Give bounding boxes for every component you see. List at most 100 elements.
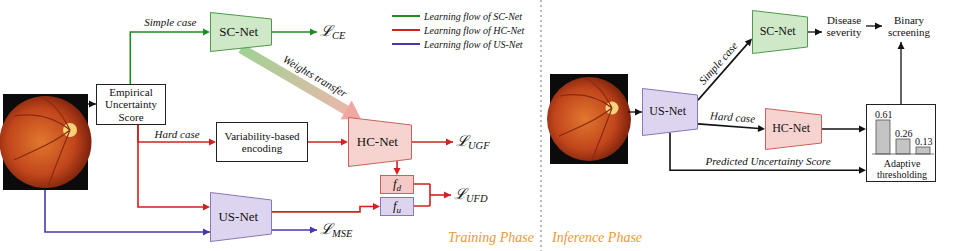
bar [896, 139, 910, 154]
trapezoid [643, 89, 698, 136]
subscript: UGF [468, 140, 490, 151]
node-label-group: US-Net [218, 210, 258, 224]
trapezoid [766, 109, 822, 150]
fundus-image [0, 94, 92, 190]
node-label-group: US-Net [649, 105, 686, 118]
bar-baseline [872, 154, 934, 155]
connector-line [130, 32, 204, 84]
edge-label: Hard case [155, 128, 200, 140]
chart-box: 0.610.260.13Adaptive thresholding [866, 104, 936, 182]
arrow-head [758, 125, 765, 132]
network-block: SC-Net [752, 10, 808, 54]
loss-arrow [412, 141, 453, 143]
vessels [14, 97, 70, 186]
feature-box: fu [380, 197, 414, 216]
subscript: UFD [466, 193, 488, 204]
process-box: Empirical Uncertainty Score [96, 84, 166, 125]
node-label: fu [393, 199, 401, 213]
edge-label: Hard case [709, 110, 755, 125]
node-label-group: Empirical Uncertainty Score [100, 86, 162, 122]
edge-label: Simple case [144, 16, 196, 28]
process-box: Variability-based encoding [216, 122, 308, 162]
connector [822, 126, 866, 133]
weight-transfer-arrow [241, 49, 361, 120]
connector [138, 125, 210, 211]
node-label: HC-Net [772, 122, 810, 135]
phase-separator [541, 0, 542, 251]
edge-label: Predicted Uncertainty Score [706, 155, 831, 167]
connector [272, 203, 380, 212]
output-arrow [808, 31, 822, 32]
arrow-head [341, 101, 361, 120]
loss-label: ℒUFD [454, 186, 488, 203]
trapezoid [349, 118, 412, 167]
edge-label: Simple case [697, 40, 741, 87]
retina [0, 96, 92, 188]
legend-label: Learning flow of SC-Net [424, 11, 522, 22]
node-label-group: fu [393, 199, 401, 213]
connector-line [272, 207, 374, 212]
loss-arrow [430, 194, 451, 196]
node-label: Variability-based encoding [220, 130, 304, 154]
network-block: HC-Net [348, 117, 412, 167]
connector [698, 124, 765, 132]
feature-box: fd [380, 175, 414, 194]
connector-line [138, 125, 210, 142]
connector-line [308, 141, 342, 143]
connector-line [822, 128, 860, 130]
arrow-head [394, 168, 401, 175]
merge-wire [414, 184, 430, 206]
subscript: u [397, 205, 402, 215]
network-block: US-Net [210, 192, 272, 242]
node-label: Empirical Uncertainty Score [100, 86, 162, 122]
node-label-group: Variability-based encoding [220, 130, 304, 154]
node-label-group: HC-Net [357, 135, 398, 149]
legend-label: Learning flow of US-Net [424, 39, 523, 50]
bar [876, 120, 890, 154]
input-arrow [628, 111, 642, 112]
node-label-group: SC-Net [219, 25, 258, 39]
node-label: US-Net [649, 105, 686, 118]
loss-arrow [272, 31, 317, 33]
legend-swatch [392, 43, 420, 45]
network-block: US-Net [642, 88, 698, 136]
arrow-head [209, 139, 216, 146]
connector [138, 125, 216, 146]
trapezoid [753, 11, 808, 54]
node-label-group: fd [393, 177, 401, 191]
connector-line [138, 125, 204, 207]
subscript: d [397, 183, 402, 193]
node-label: US-Net [218, 210, 258, 224]
node-label: SC-Net [219, 25, 258, 39]
output-label: Disease severity [824, 14, 864, 38]
node-label: SC-Net [760, 25, 796, 38]
output-arrow [866, 25, 882, 26]
arrow-head [373, 203, 380, 210]
fundus-image [547, 74, 631, 164]
input-arrow [88, 103, 96, 104]
connector-line [396, 161, 398, 169]
legend-swatch [392, 29, 420, 31]
node-label: Adaptive thresholding [869, 158, 935, 180]
connector [394, 161, 401, 175]
arrow-head [203, 204, 210, 211]
arrow-head [203, 29, 210, 36]
arrow-head [341, 139, 348, 146]
node-label-group: SC-Net [760, 25, 796, 38]
bar-value: 0.61 [875, 109, 893, 120]
loss-arrow [272, 229, 317, 231]
bar-value: 0.26 [895, 128, 913, 139]
arrow-head [745, 39, 752, 47]
vessels [559, 78, 612, 160]
output-arrow [900, 42, 901, 104]
connector [130, 29, 210, 85]
network-block: SC-Net [210, 12, 272, 52]
loss-label: ℒCE [320, 23, 345, 40]
connector [308, 139, 348, 146]
bar [916, 147, 930, 154]
node-label-group: HC-Net [772, 122, 810, 135]
connector-line [698, 124, 759, 129]
